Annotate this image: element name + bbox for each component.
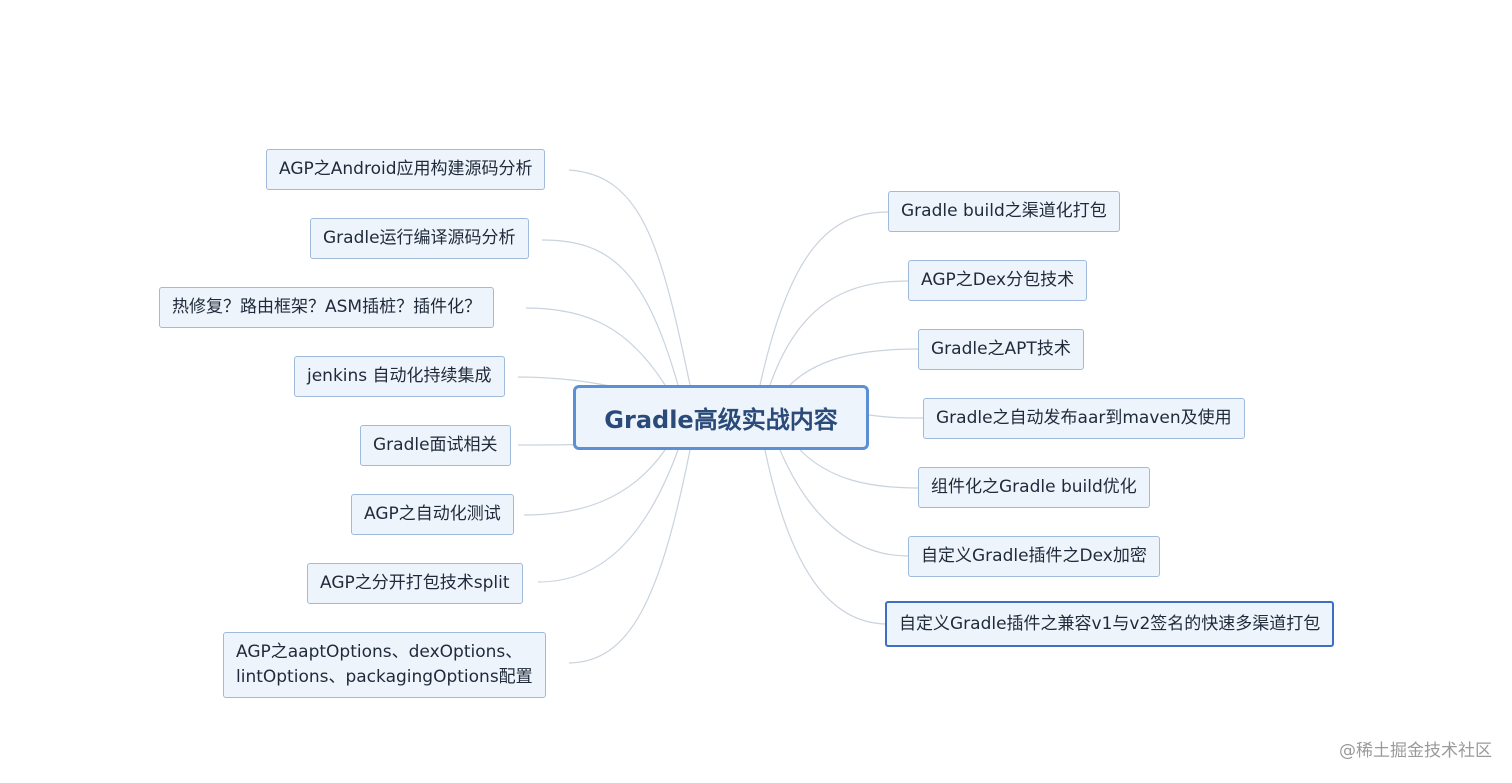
- topic-label: 自定义Gradle插件之兼容v1与v2签名的快速多渠道打包: [899, 613, 1321, 634]
- topic-left-7[interactable]: AGP之分开打包技术split: [307, 563, 523, 604]
- topic-left-6[interactable]: AGP之自动化测试: [351, 494, 514, 535]
- topic-label: Gradle之APT技术: [931, 339, 1071, 359]
- connector-right-7: [764, 449, 887, 625]
- topic-right-7[interactable]: 自定义Gradle插件之兼容v1与v2签名的快速多渠道打包: [885, 601, 1335, 647]
- topic-label: 热修复？路由框架？ASM插桩？插件化？: [172, 297, 482, 317]
- root-topic-label: Gradle高级实战内容: [604, 406, 838, 434]
- topic-right-3[interactable]: Gradle之APT技术: [918, 329, 1084, 370]
- connector-left-8: [568, 449, 691, 664]
- connector-right-1: [759, 211, 889, 386]
- topic-right-5[interactable]: 组件化之Gradle build优化: [918, 467, 1150, 508]
- topic-left-2[interactable]: Gradle运行编译源码分析: [310, 218, 529, 259]
- topic-label-line-2: lintOptions、packagingOptions配置: [236, 667, 533, 687]
- topic-left-4[interactable]: jenkins 自动化持续集成: [294, 356, 505, 397]
- root-topic[interactable]: Gradle高级实战内容: [573, 385, 869, 450]
- topic-left-3[interactable]: 热修复？路由框架？ASM插桩？插件化？: [159, 287, 495, 328]
- topic-label: 组件化之Gradle build优化: [931, 477, 1137, 497]
- topic-right-6[interactable]: 自定义Gradle插件之Dex加密: [908, 536, 1160, 577]
- topic-label: AGP之自动化测试: [364, 504, 501, 524]
- topic-right-2[interactable]: AGP之Dex分包技术: [908, 260, 1088, 301]
- topic-label: AGP之Dex分包技术: [921, 270, 1075, 290]
- connector-left-3: [525, 307, 666, 386]
- connector-left-6: [523, 449, 666, 516]
- topic-label: jenkins 自动化持续集成: [307, 366, 492, 386]
- topic-label: Gradle build之渠道化打包: [901, 201, 1107, 221]
- topic-label: AGP之Android应用构建源码分析: [279, 159, 533, 179]
- connector-right-3: [789, 348, 919, 386]
- topic-left-1[interactable]: AGP之Android应用构建源码分析: [266, 149, 546, 190]
- topic-label: Gradle运行编译源码分析: [323, 228, 516, 248]
- topic-left-8[interactable]: AGP之aaptOptions、dexOptions、 lintOptions、…: [223, 632, 546, 698]
- connector-right-2: [769, 280, 909, 386]
- topic-label: AGP之分开打包技术split: [320, 573, 510, 593]
- topic-label-line-1: AGP之aaptOptions、dexOptions、: [236, 642, 523, 662]
- topic-right-4[interactable]: Gradle之自动发布aar到maven及使用: [923, 398, 1245, 439]
- connector-left-2: [541, 239, 679, 386]
- topic-right-1[interactable]: Gradle build之渠道化打包: [888, 191, 1120, 232]
- watermark: @稀土掘金技术社区: [1339, 741, 1492, 761]
- connector-right-5: [799, 449, 919, 489]
- connector-right-6: [779, 449, 909, 557]
- topic-label: 自定义Gradle插件之Dex加密: [921, 546, 1147, 566]
- topic-label: Gradle面试相关: [373, 435, 498, 455]
- topic-label: Gradle之自动发布aar到maven及使用: [936, 408, 1232, 428]
- connector-right-4: [868, 414, 924, 419]
- connector-left-1: [568, 169, 691, 386]
- topic-left-5[interactable]: Gradle面试相关: [360, 425, 511, 466]
- connector-left-7: [537, 449, 679, 583]
